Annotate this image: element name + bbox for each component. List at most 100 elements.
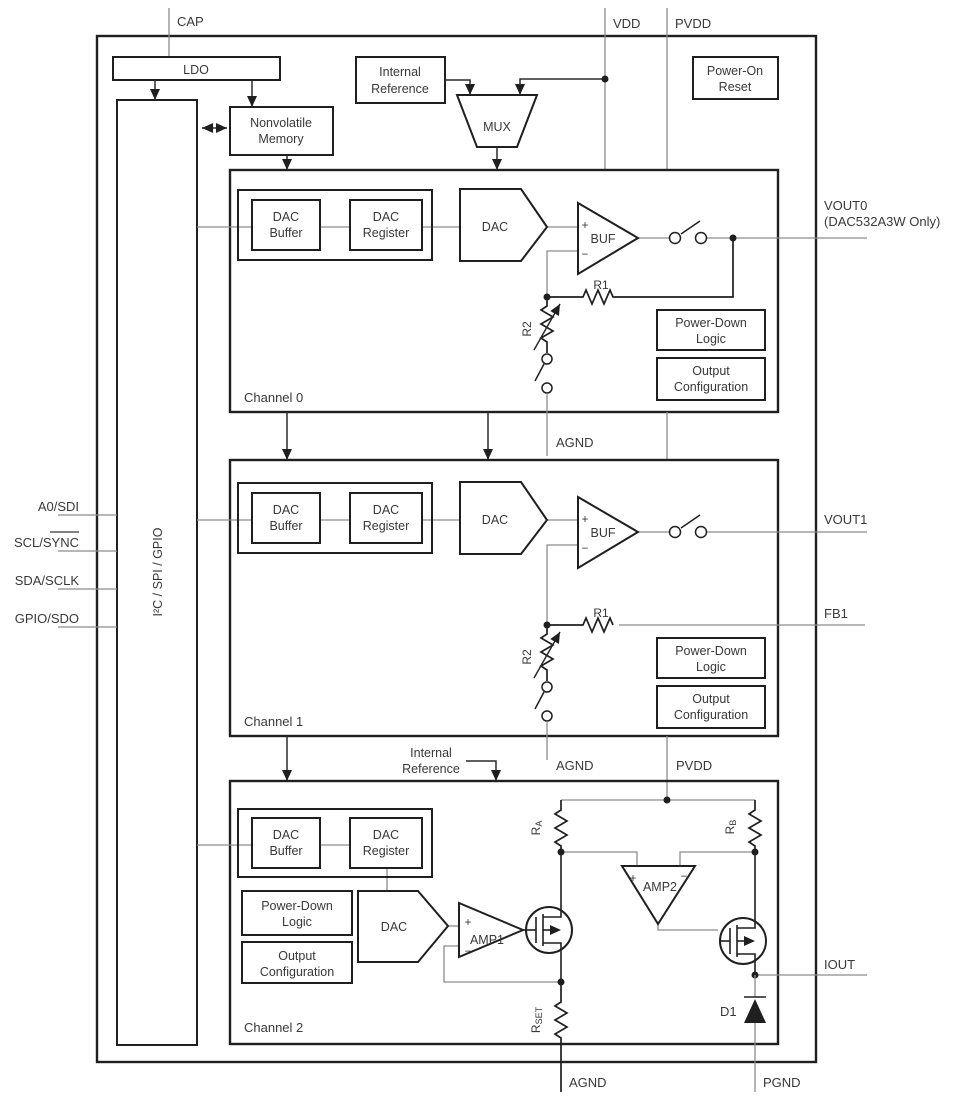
mux-shape: [455, 94, 539, 148]
ch0-power-down-logic-box: [656, 309, 766, 351]
ch1-buf-plus-sign: +: [582, 514, 589, 526]
ch2-amp1-minus-sign: −: [465, 946, 472, 958]
ch1-power-down-label-line1: Power-Down: [675, 644, 747, 658]
ch2-rset-resistor: [553, 982, 569, 1092]
ch0-output-config-box: [656, 357, 766, 401]
pvdd-pin-label: PVDD: [675, 16, 711, 31]
ch0-buf-plus-sign: +: [582, 220, 589, 232]
internal-reference-label-line2: Reference: [371, 82, 429, 96]
a0-sdi-pin-label: A0/SDI: [38, 499, 79, 514]
ch0-gnd-switch-contact-top: [541, 353, 553, 365]
ch1-power-down-label-line2: Logic: [696, 660, 726, 674]
ch0-r2-label: R2: [520, 321, 534, 337]
ch2-dac-buffer-label-line1: DAC: [273, 828, 299, 842]
nvm-box: [229, 106, 334, 156]
ch2-rb-resistor: [747, 800, 763, 852]
ch2-dac-buffer-box: [251, 817, 321, 869]
iout-pin-label: IOUT: [824, 957, 855, 972]
gap-ch0-ch1: AGND: [282, 412, 668, 460]
ch0-output-config-label-line1: Output: [692, 364, 730, 378]
ch1-output-config-label-line1: Output: [692, 692, 730, 706]
ch0-buf-amp-shape: [577, 201, 640, 276]
vout0-pin-label: VOUT0: [824, 198, 867, 213]
reference-to-mux-wire: [445, 79, 475, 95]
ch2-mosfet2-icon: [719, 852, 767, 975]
ch2-amp2-shape: [620, 865, 697, 926]
ch2-output-config-box: [241, 941, 353, 984]
vdd-to-mux-wire: [515, 78, 605, 95]
internal-reference-to-ch2-arrow: [466, 760, 501, 781]
vout0-pin-note: (DAC532A3W Only): [824, 214, 940, 229]
ch2-mosfet1-source-wire: [543, 942, 562, 982]
ch0-r2-variable-arrow: [533, 303, 561, 351]
interface-label: I²C / SPI / GPIO: [151, 527, 165, 616]
mux-label: MUX: [483, 120, 511, 134]
channel1-label: Channel 1: [244, 714, 303, 729]
ch2-power-down-label-line2: Logic: [282, 915, 312, 929]
ch2-amp1-label: AMP1: [470, 933, 504, 947]
gap-ch1-ch2: Internal Reference AGND PVDD: [282, 736, 712, 800]
nvm-block: Nonvolatile Memory: [202, 106, 334, 170]
ch2-mosfet1-drain-wire: [543, 852, 562, 918]
ch1-buf-amp-shape: [577, 495, 640, 570]
internal-reference-label-line1: Internal: [379, 65, 421, 79]
scl-sync-pin-label: SCL/SYNC: [14, 535, 79, 550]
channel1-section: Channel 1 DAC Buffer DAC Register DAC BU…: [197, 458, 867, 760]
vout1-pin-label: VOUT1: [824, 512, 867, 527]
ch0-agnd-label: AGND: [556, 435, 594, 450]
ch2-rset-label: RSET: [529, 1006, 544, 1033]
ch2-ra-label-sub: A: [534, 821, 544, 827]
ldo-block: LDO: [112, 56, 281, 107]
nvm-label-line1: Nonvolatile: [250, 116, 312, 130]
ch0-output-switch-contact-right: [694, 231, 708, 245]
sda-sclk-pin-label: SDA/SCLK: [15, 573, 80, 588]
ch1-r1-label: R1: [593, 606, 609, 620]
cap-pin-label: CAP: [177, 14, 204, 29]
vdd-pin-label: VDD: [613, 16, 640, 31]
ch2-ra-label-base: R: [529, 826, 543, 835]
ch2-amp2-minus-input-wire: [679, 851, 755, 866]
mid-internal-reference-label-line1: Internal: [410, 746, 452, 760]
channel2-section: Channel 2 DAC Buffer DAC Register Power-…: [197, 779, 867, 1092]
ch1-dac-buffer-label-line2: Buffer: [269, 519, 302, 533]
ch0-r2-resistor: [539, 297, 555, 353]
scl-label-part: SCL/: [14, 535, 43, 550]
ch1-buffer-register-group-box: [237, 482, 433, 554]
ch2-mosfet2-source-wire: [737, 953, 756, 975]
reference-mux-section: Internal Reference MUX: [355, 56, 609, 170]
power-on-reset-block: Power-On Reset: [692, 56, 779, 100]
ch0-r1-label: R1: [593, 278, 609, 292]
ch2-mosfet2-arrow: [744, 936, 755, 946]
ch2-amp1-feedback-wire: [443, 945, 561, 983]
ch0-buf-minus-sign: −: [582, 249, 589, 261]
chip-boundary: [95, 34, 818, 1064]
fb1-pin-label: FB1: [824, 606, 848, 621]
ch2-mosfet1-icon: [523, 852, 573, 982]
ch1-output-switch-contact-left: [668, 525, 682, 539]
gpio-sdo-pin-label: GPIO/SDO: [15, 611, 79, 626]
ldo-label: LDO: [183, 63, 209, 77]
ch2-ra-junction-dot: [557, 848, 565, 856]
ch2-d1-diode-icon: D1: [720, 975, 766, 1092]
ch0-dac-register-label-line1: DAC: [373, 210, 399, 224]
ch2-amp1-plus-sign: +: [465, 917, 472, 929]
ch2-amp1-shape: [458, 901, 526, 959]
ch0-power-down-label-line1: Power-Down: [675, 316, 747, 330]
interface-box: [116, 99, 198, 1046]
ch0-dac-label: DAC: [482, 220, 508, 234]
ch1-r1-resistor: [547, 615, 614, 635]
channel0-label: Channel 0: [244, 390, 303, 405]
mid-internal-reference-label-line2: Reference: [402, 762, 460, 776]
ch0-r1-resistor: [547, 241, 734, 307]
ch2-ra-label: RA: [529, 821, 544, 836]
ch1-buf-feedback-wire: [546, 544, 578, 625]
ch1-dac-label: DAC: [482, 513, 508, 527]
ch1-dac-register-box: [349, 492, 423, 544]
ch2-power-down-logic-box: [241, 890, 353, 936]
ch2-amp2-output-wire: [657, 924, 718, 931]
ch0-dac-shape: [459, 188, 549, 262]
power-on-reset-box: [692, 56, 779, 100]
ch1-r2-resistor: [539, 625, 555, 681]
ch1-gnd-switch-contact-top: [541, 681, 553, 693]
